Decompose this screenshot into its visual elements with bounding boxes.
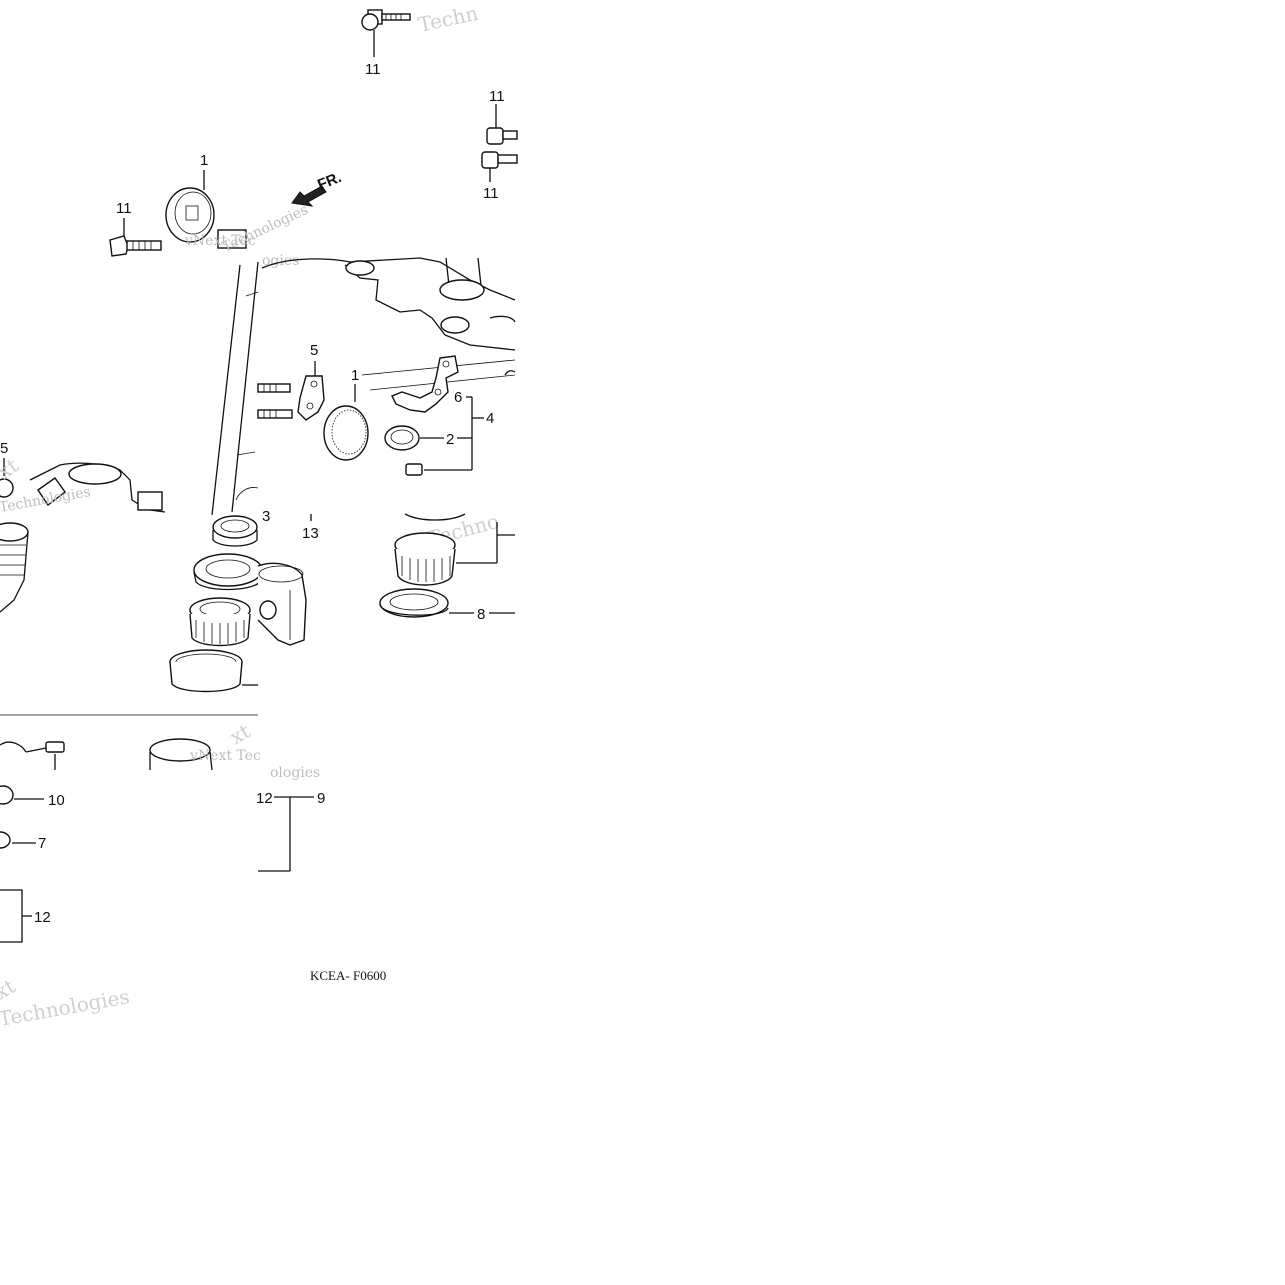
lower-race: 8 [379, 588, 515, 623]
lock-nut: 3 [212, 508, 270, 547]
callout-4: 4 [486, 410, 494, 427]
direction-label: FR. [315, 169, 344, 194]
callout-3: 3 [262, 508, 270, 525]
callout-13-marker: 13 [302, 514, 319, 542]
bolt-11-right-b: 11 [481, 151, 518, 202]
front-direction-arrow-icon: FR. [291, 169, 344, 207]
callout-2: 2 [446, 431, 454, 448]
callout-8: 8 [477, 606, 485, 623]
cable-guide: 10 7 12 [0, 741, 65, 943]
bearing-race [169, 649, 258, 693]
watermark: ologies [270, 765, 320, 781]
callout-1-top: 1 [200, 152, 208, 169]
bolt-11-right-a: 11 [486, 88, 518, 145]
callout-5-mid: 5 [310, 342, 318, 359]
watermark: xt [0, 453, 23, 484]
steering-stem-tube [211, 261, 259, 516]
reflector-1-top: 1 [165, 152, 247, 249]
callout-11-right-b: 11 [483, 185, 499, 202]
head-pipe-edge [404, 513, 466, 521]
watermark: ogies [262, 253, 299, 269]
spare-race: vNext Tec xt [149, 719, 261, 771]
dust-seal [193, 553, 263, 591]
callout-5-left: 5 [0, 440, 8, 457]
reflector-assembly: 5 1 6 2 4 [257, 342, 494, 476]
steering-crown: 5 [0, 440, 166, 513]
watermark: Techn [416, 1, 480, 37]
bolt-11-left: 11 [109, 200, 162, 257]
head-pipe-bracket [257, 562, 307, 646]
callout-12-right: 12 [256, 790, 273, 807]
callout-9: 9 [317, 790, 325, 807]
callout-6: 6 [454, 389, 462, 406]
watermark: xt [0, 974, 19, 1004]
callout-7: 7 [38, 835, 46, 852]
callout-13: 13 [302, 525, 319, 542]
watermark: vNext Tec [189, 748, 261, 764]
watermark: Technologies [220, 202, 311, 256]
top-bridge [261, 257, 516, 391]
callout-12-left: 12 [34, 909, 51, 926]
watermark: Technologies [0, 984, 131, 1031]
callout-11-right-a: 11 [489, 88, 505, 105]
callout-1-mid: 1 [351, 367, 359, 384]
diagram-code: KCEA- F0600 [310, 968, 386, 983]
watermark: vNext Tec [184, 233, 256, 249]
callout-11-left: 11 [116, 200, 132, 217]
callout-10: 10 [48, 792, 65, 809]
bracket-9-12: ologies 12 9 [256, 765, 325, 872]
watermark: xt [226, 719, 255, 749]
upper-bearing [189, 597, 251, 647]
steering-stem-shaft [0, 522, 29, 613]
lower-bearing [394, 522, 515, 586]
callout-11-top: 11 [365, 61, 381, 78]
bolt-11-top: 11 [361, 9, 411, 78]
